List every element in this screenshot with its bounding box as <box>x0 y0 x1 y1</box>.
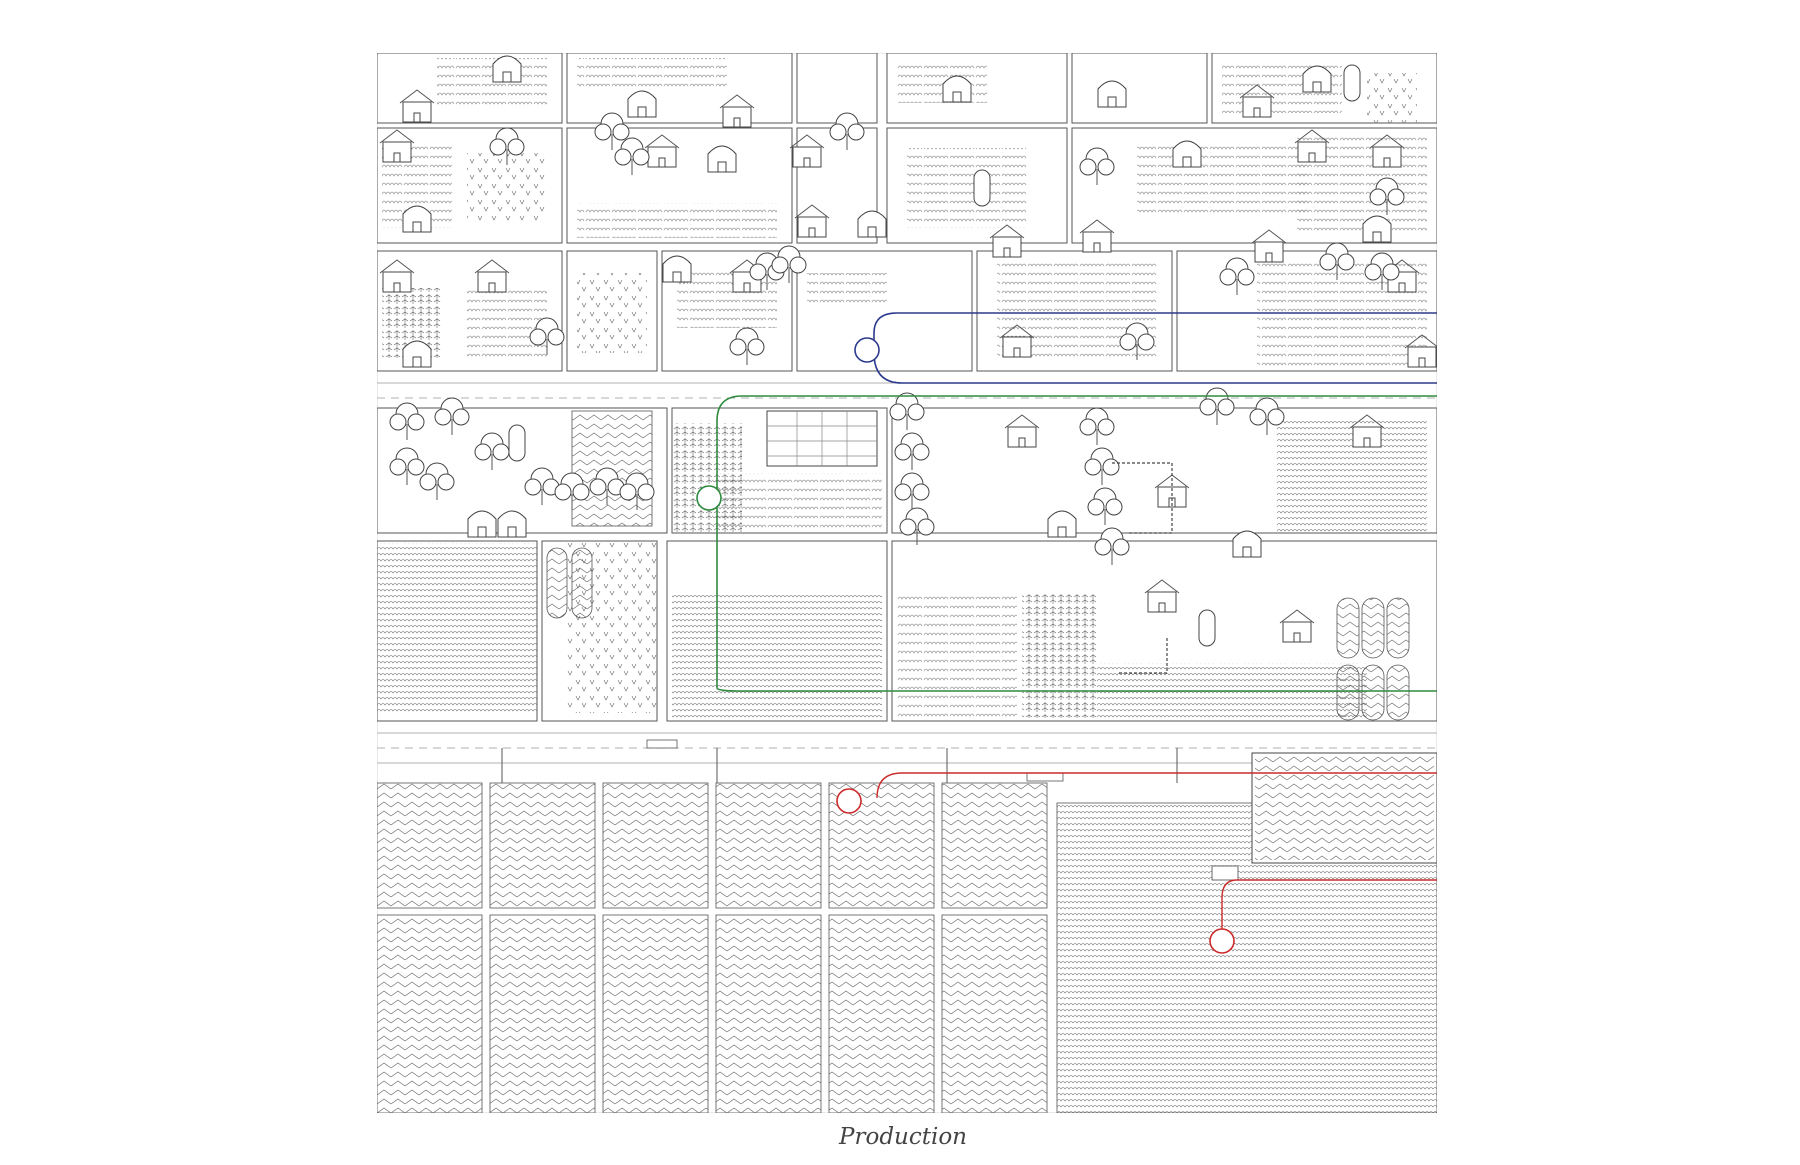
route-green <box>696 395 1437 692</box>
industrial-greenhouse-zone <box>377 752 1437 1113</box>
route-blue <box>854 312 1437 384</box>
figure-caption: Production <box>839 1124 967 1150</box>
small-farm-plots-zone <box>377 53 1437 372</box>
production-site-plan <box>377 53 1437 1113</box>
route-red <box>836 772 1437 954</box>
mixed-farm-band-zone <box>377 387 1437 722</box>
